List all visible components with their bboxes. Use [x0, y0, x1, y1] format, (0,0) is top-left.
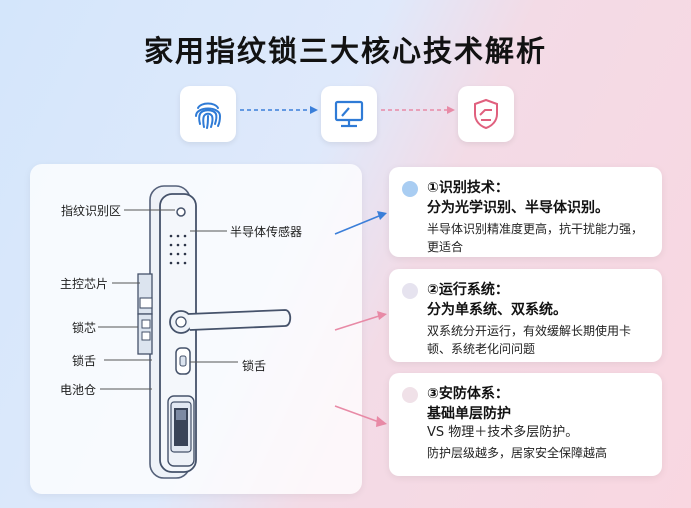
monitor-icon [321, 86, 377, 142]
label-latch-right: 锁舌 [242, 359, 267, 373]
card-operating-system: ②运行系统： 分为单系统、双系统。 双系统分开运行，有效缓解长期使用卡 顿、系统… [389, 269, 662, 362]
card-2-dot [402, 283, 418, 299]
card-2-body: 双系统分开运行，有效缓解长期使用卡 顿、系统老化问问题 [427, 324, 632, 356]
card-2-subheading: 分为单系统、双系统。 [427, 302, 567, 318]
card-1-heading: ①识别技术： [427, 180, 509, 196]
label-semiconductor-sensor: 半导体传感器 [230, 225, 303, 239]
label-main-chip: 主控芯片 [60, 277, 109, 291]
lock-diagram-panel: 指纹识别区 半导体传感器 主控芯片 锁芯 锁舌 锁舌 电池仓 [30, 164, 362, 494]
card-3-heading: ③安防体系： [427, 386, 509, 402]
connector-arrow-1 [334, 211, 387, 235]
card-1-dot [402, 181, 418, 197]
card-3-body: 防护层级越多，居家安全保障越高 [427, 446, 608, 460]
label-battery: 电池仓 [60, 383, 97, 397]
shield-icon [458, 86, 514, 142]
card-3-subheading2: VS 物理＋技术多层防护。 [427, 425, 579, 440]
lock-illustration [98, 185, 292, 479]
card-1-subheading: 分为光学识别、半导体识别。 [427, 200, 609, 216]
card-3-dot [402, 387, 418, 403]
card-2-heading: ②运行系统： [427, 282, 509, 298]
label-latch-left: 锁舌 [72, 354, 97, 368]
fingerprint-icon [180, 86, 236, 142]
label-fingerprint-area: 指纹识别区 [61, 204, 122, 218]
card-3-subheading: 基础单层防护 [427, 406, 511, 422]
card-recognition-tech: ①识别技术： 分为光学识别、半导体识别。 半导体识别精准度更高，抗干扰能力强， … [389, 167, 662, 257]
card-security-system: ③安防体系： 基础单层防护 VS 物理＋技术多层防护。 防护层级越多，居家安全保… [389, 373, 662, 476]
flow-arrow-1 [240, 106, 318, 114]
flow-arrow-2 [381, 106, 455, 114]
card-1-body: 半导体识别精准度更高，抗干扰能力强， 更适合 [427, 222, 644, 254]
connector-arrow-3 [334, 405, 387, 427]
page-title: 家用指纹锁三大核心技术解析 [143, 34, 547, 68]
label-lock-core: 锁芯 [72, 321, 97, 335]
connector-arrow-2 [334, 311, 387, 331]
